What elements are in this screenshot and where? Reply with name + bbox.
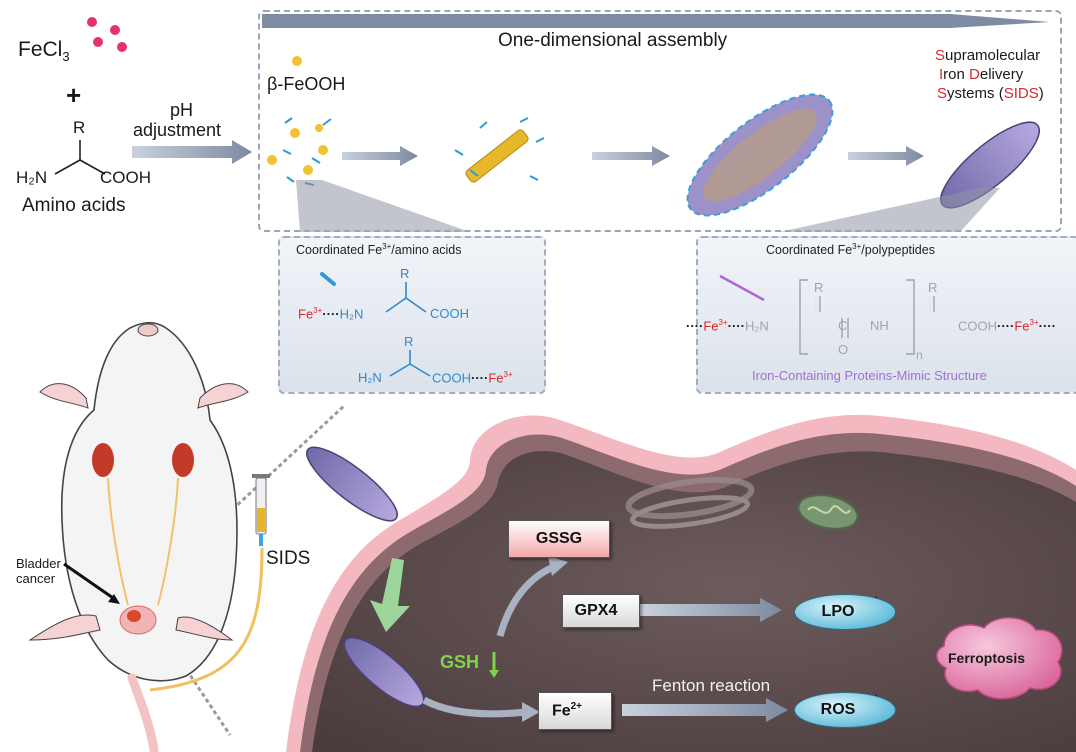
coord-left-r2: R: [404, 334, 414, 349]
amino-r-label: R: [73, 118, 86, 137]
injection-dashed-line: [133, 403, 347, 602]
bladder-dashed-line: [138, 599, 232, 736]
coord-right-nh: NH: [870, 318, 889, 333]
ros-oval: ROS: [794, 692, 896, 728]
coord-left-row1: Fe3+····H₂N: [298, 306, 364, 322]
gssg-box: GSSG: [508, 520, 610, 558]
feooh-dot: [292, 56, 302, 66]
stage-arrow-2: [592, 146, 670, 166]
coord-left-title: Coordinated Fe3+/amino acids: [296, 242, 462, 258]
assembly-banner-arrow: [262, 14, 1050, 28]
amino-acid-structure: [54, 140, 106, 175]
gsh-label: GSH: [440, 652, 480, 672]
arrow-sids-to-fe2: [422, 696, 527, 718]
coord-right-title: Coordinated Fe3+/polypeptides: [766, 242, 935, 258]
lpo-oval: LPO: [794, 594, 896, 630]
sids-particle-inside: [343, 636, 425, 708]
funnel-right: [780, 188, 1000, 232]
amino-cooh-label: COOH: [100, 168, 151, 187]
stage-arrow-3: [848, 146, 924, 166]
gpx4-box: GPX4: [562, 594, 640, 628]
sids-title: Supramolecular Iron Delivery Systems (SI…: [935, 47, 1044, 102]
coord-right-r2: R: [928, 280, 938, 295]
coord-right-fe-left: ····Fe3+····H₂N: [686, 318, 769, 334]
coord-left-h2n2: H₂N: [358, 370, 382, 385]
plus-sign: +: [66, 80, 82, 110]
uptake-arrow: [370, 558, 410, 632]
fecl3-particles: [87, 17, 127, 52]
gsh-down-icon: [489, 652, 499, 678]
fe2-box: Fe2+: [538, 692, 612, 730]
funnel-left: [296, 180, 470, 232]
feooh-label: β-FeOOH: [267, 74, 346, 94]
arrow-gsh-to-gssg: [496, 562, 558, 637]
coord-right-panel: [696, 236, 1076, 394]
coord-left-row2: COOH····Fe3+: [432, 370, 513, 386]
coord-right-subtitle: Iron-Containing Proteins-Mimic Structure: [752, 368, 987, 383]
sids-particle-outside: [306, 446, 398, 522]
coord-right-fe-right: COOH····Fe3+····: [958, 318, 1056, 334]
stage2-rod: [454, 117, 545, 183]
arrow-gpx4-to-lpo: [640, 598, 782, 622]
syringe-icon: [252, 474, 270, 546]
amino-acids-label: Amino acids: [22, 195, 126, 216]
ph-arrow: [132, 140, 252, 164]
ph-adjustment-label: adjustment: [133, 120, 222, 140]
coord-right-c: C: [838, 318, 848, 333]
assembly-panel: [258, 10, 1062, 232]
assembly-title: One-dimensional assembly: [498, 30, 728, 51]
catheter-tube: [149, 547, 264, 692]
stage3-spindle: [686, 93, 834, 217]
coord-right-n: n: [916, 348, 923, 362]
ferroptosis-label: Ferroptosis: [948, 650, 1026, 666]
ph-label: pH: [170, 100, 194, 120]
sids-injection-label: SIDS: [266, 548, 311, 569]
mouse-illustration: [28, 321, 249, 752]
coord-left-r1: R: [400, 266, 410, 281]
cell-illustration: [286, 414, 1076, 752]
coord-right-o: O: [838, 342, 849, 357]
arrow-fe2-to-ros: [622, 698, 788, 722]
coord-right-r1: R: [814, 280, 824, 295]
coord-left-cooh1: COOH: [430, 306, 469, 321]
stage-arrow-1: [342, 146, 418, 166]
fenton-label: Fenton reaction: [652, 676, 771, 695]
amino-h2n-label: H₂N: [16, 168, 48, 187]
fecl3-label: FeCl3: [18, 38, 70, 65]
